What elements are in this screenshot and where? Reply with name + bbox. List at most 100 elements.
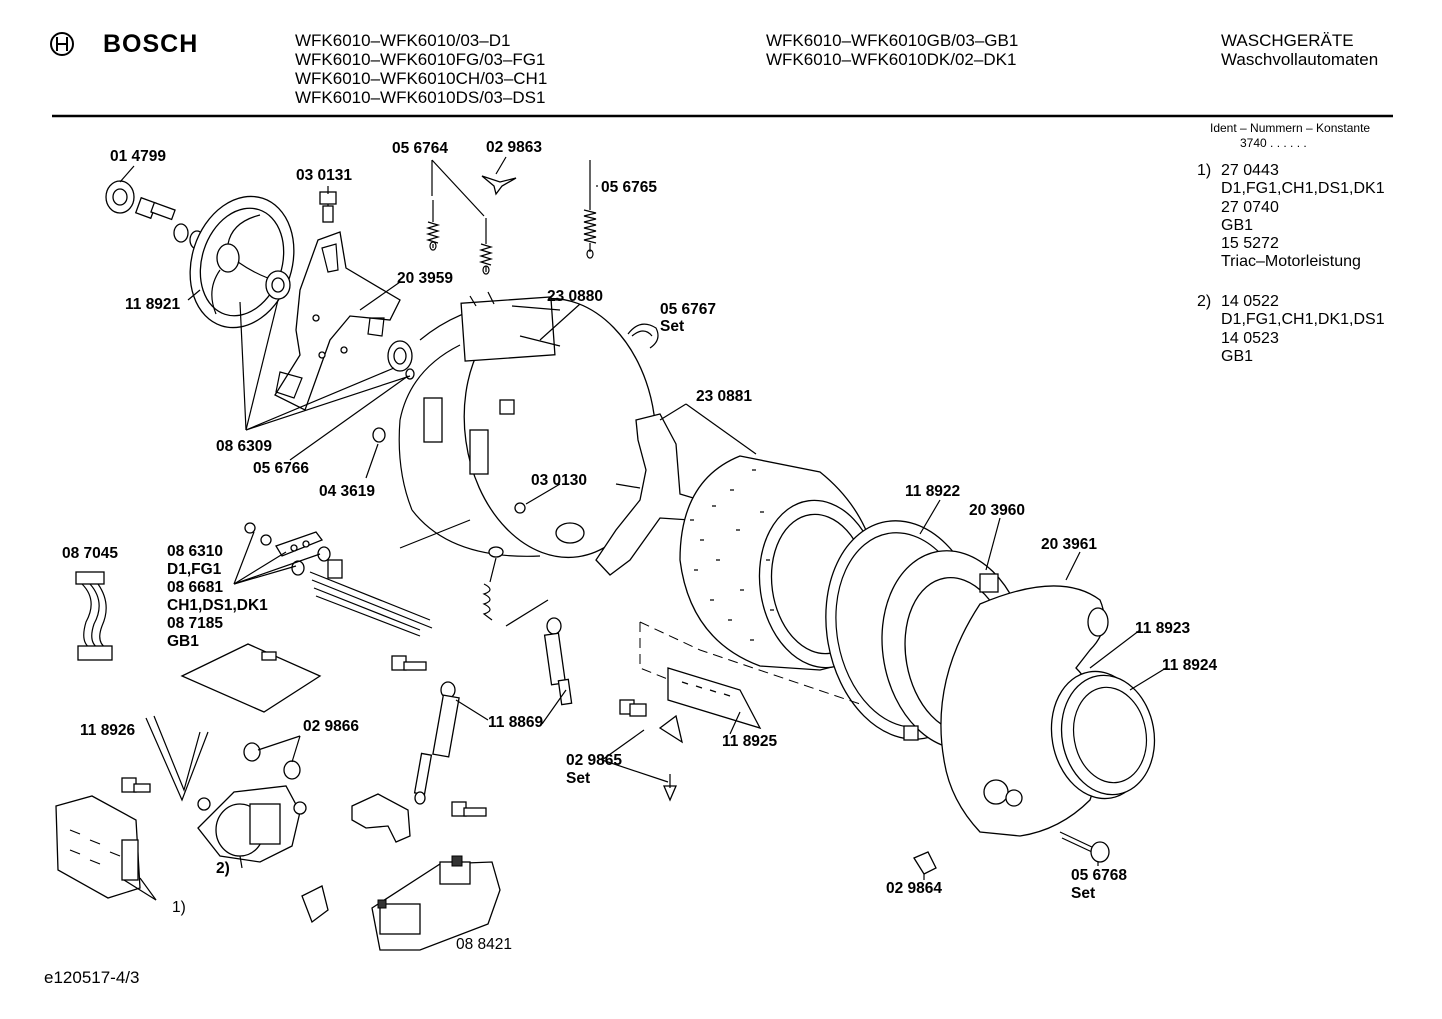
corner-clip-part [301,885,329,924]
pulley-wheel-part [189,195,295,329]
part-label: 02 9864 [886,880,943,897]
note-line: D1,FG1,CH1,DS1,DK1 [1221,180,1385,198]
model-entry: WFK6010–WFK6010CH/03–CH1 [295,69,548,88]
plug-part [372,427,386,443]
part-label: 11 8921 [125,296,181,313]
note-line: D1,FG1,CH1,DK1,DS1 [1221,311,1385,329]
note-line: 27 0443 [1221,162,1279,179]
part-label: 05 6767 [660,301,717,318]
part-label: 11 8869 [488,714,544,731]
brand-name: BOSCH [103,30,199,58]
outer-tub-part [387,291,657,559]
part-label: 11 8926 [80,722,136,739]
model-entry: WFK6010–WFK6010/03–D1 [295,31,511,50]
level-part-set [619,699,683,802]
front-cover-part [940,585,1109,837]
part-label: 05 6768 [1071,867,1128,884]
model-entry: WFK6010–WFK6010GB/03–GB1 [766,31,1019,50]
part-label: 03 0130 [531,472,588,489]
part-label-note: D1,FG1 [167,561,222,578]
part-label: 01 4799 [110,148,167,165]
part-label: 05 6765 [601,179,658,196]
model-entry: WFK6010–WFK6010DS/03–DS1 [295,88,546,107]
category-subtitle: Waschvollautomaten [1221,50,1379,69]
hanger-spring-part [482,546,549,627]
note-1-number: 1) [1197,162,1212,179]
part-label: 05 6766 [253,460,310,477]
model-entry: WFK6010–WFK6010FG/03–FG1 [295,50,546,69]
part-label: 11 8924 [1162,657,1218,674]
bearing-sleeve-part [105,180,205,250]
part-label: 05 6764 [392,140,449,157]
part-label: 08 7185 [167,615,224,632]
long-spring-part [583,160,597,259]
part-label: 20 3959 [397,270,454,287]
washer-pair-part [243,742,301,780]
part-label-note: Set [1071,885,1096,902]
part-label: 04 3619 [319,483,376,500]
cable-harness-part [75,571,113,661]
shock-absorber-part [413,617,573,805]
note-line: 14 0523 [1221,329,1279,347]
leader-lines [119,156,1167,901]
model-entry: WFK6010–WFK6010DK/02–DK1 [766,50,1017,69]
note-line: 15 5272 [1221,235,1279,253]
model-list-2: WFK6010–WFK6010GB/03–GB1 WFK6010–WFK6010… [766,31,1018,69]
model-list-1: WFK6010–WFK6010/03–D1 WFK6010–WFK6010FG/… [295,31,547,107]
spring-pair-part [425,200,494,275]
ident-constant: 3740 . . . . . . [1240,136,1307,150]
drum-spider-part [595,413,701,576]
mounting-bracket-part [351,793,411,843]
part-label: 08 6310 [167,543,224,560]
door-seal-part [1050,670,1156,800]
bolt-part [319,191,337,223]
part-label-note: GB1 [167,633,199,650]
category-block: WASCHGERÄTE Waschvollautomaten [1221,31,1378,69]
cross-bracket-part [274,231,401,411]
part-label: 11 8922 [905,483,961,500]
part-label: 11 8923 [1135,620,1191,637]
part-label-note: Set [566,770,591,787]
note-2: 14 0522 D1,FG1,CH1,DK1,DS1 14 0523 GB1 [1221,293,1385,366]
bosch-logo-icon [50,32,74,56]
door-lock-part [371,855,501,951]
motor-part [197,785,307,863]
drive-belt-part [145,715,209,802]
note-2-number: 2) [1197,293,1212,310]
part-label: 02 9865 [566,752,623,769]
part-label-note: CH1,DS1,DK1 [167,597,268,614]
ident-title: Ident – Nummern – Konstante [1210,121,1371,135]
part-label: 20 3960 [969,502,1026,519]
part-label: 23 0880 [547,288,604,305]
part-label: 03 0131 [296,167,353,184]
note-line: 14 0522 [1221,293,1279,310]
part-label: 08 7045 [62,545,119,562]
hose-clip-part [627,323,659,349]
category-title: WASCHGERÄTE [1221,31,1354,50]
small-bracket-part [913,851,937,875]
part-label: 02 9863 [486,139,543,156]
part-label: 08 6309 [216,438,273,455]
part-label-note: Set [660,318,685,335]
bolt-set-part [121,655,487,817]
screw-set-part [1059,831,1110,863]
part-label: 08 8421 [456,936,513,953]
note-line: GB1 [1221,347,1254,365]
note-line: Triac–Motorleistung [1221,253,1361,271]
control-module-part [55,795,141,899]
part-label: 08 6681 [167,579,224,596]
part-label: 23 0881 [696,388,753,405]
part-ref-label: 1) [172,899,186,916]
part-label: 11 8925 [722,733,778,750]
part-label: 02 9866 [303,718,360,735]
small-clip-part [481,175,517,196]
heater-element-part [244,522,433,637]
part-label: 20 3961 [1041,536,1098,553]
trim-part [639,621,861,730]
part-ref-label: 2) [216,860,230,877]
note-line: 27 0740 [1221,198,1279,216]
note-1: 27 0443 D1,FG1,CH1,DS1,DK1 27 0740 GB1 1… [1221,162,1385,272]
note-line: GB1 [1221,216,1254,234]
cover-plate-part [180,643,322,713]
